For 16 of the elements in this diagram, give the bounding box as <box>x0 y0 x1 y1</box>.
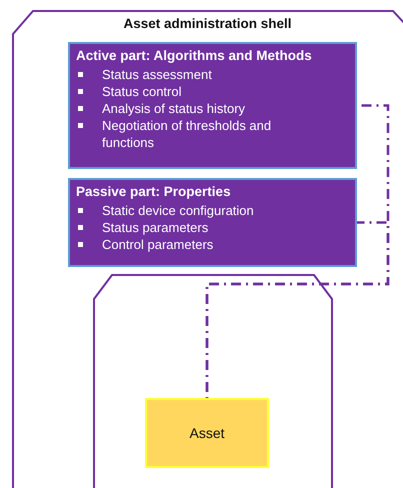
bullet-item: Static device configuration <box>76 202 315 219</box>
panel-heading: Passive part: Properties <box>76 183 232 200</box>
part-panel <box>68 42 357 169</box>
bullet-item: Status control <box>76 83 315 100</box>
bullet-item: Status parameters <box>76 219 315 236</box>
shell-title: Asset administration shell <box>122 16 293 31</box>
bullet-item: Analysis of status history <box>76 100 315 117</box>
asset-enclosure-outline <box>93 274 333 488</box>
bullet-item: Status assessment <box>76 66 315 83</box>
bullet-item: Control parameters <box>76 236 315 253</box>
bullet-item: Negotiation of thresholds and functions <box>76 117 315 151</box>
panel-heading: Active part: Algorithms and Methods <box>76 47 313 64</box>
asset-box: Asset <box>145 398 269 468</box>
dash-dot-connector <box>206 221 390 398</box>
shell-outline <box>12 10 403 488</box>
part-panel <box>68 178 357 267</box>
